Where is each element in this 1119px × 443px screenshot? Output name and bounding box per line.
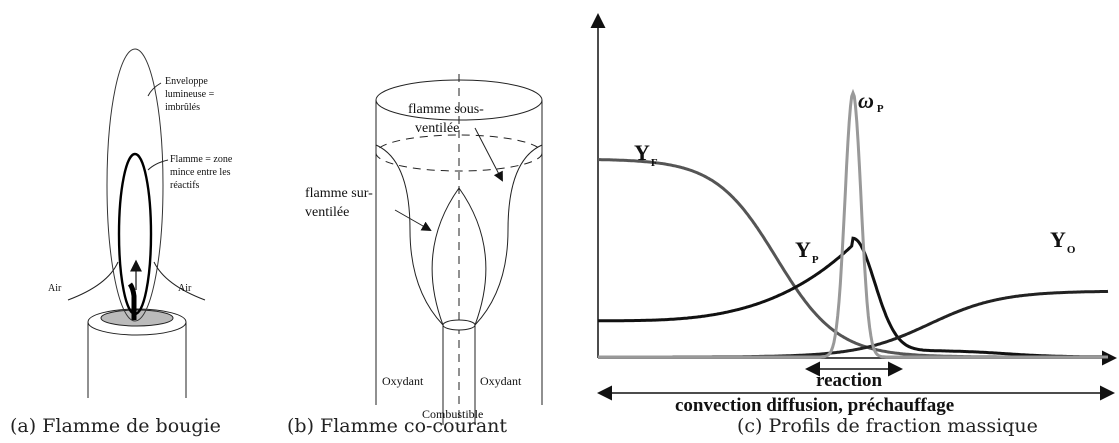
air-left-curve xyxy=(67,261,119,301)
label-reaction: reaction xyxy=(816,370,883,391)
wick xyxy=(127,282,137,320)
panel-coflow: flamme sous- ventilée flamme sur- ventil… xyxy=(287,74,543,437)
series-line-omega xyxy=(598,88,1108,359)
label-YF: YF xyxy=(634,140,658,169)
candle-body xyxy=(87,322,187,398)
label-under-1: flamme sous- xyxy=(408,102,484,117)
panel-candle: Enveloppe lumineuse = imbrûlés Flamme = … xyxy=(10,48,233,437)
label-flame-2: mince entre les xyxy=(170,167,231,178)
flame-leader xyxy=(147,159,169,171)
inner-flame xyxy=(117,152,153,316)
envelope-leader xyxy=(147,82,162,97)
label-air-left: Air xyxy=(48,283,62,294)
label-air-right: Air xyxy=(178,283,192,294)
label-flame-3: réactifs xyxy=(170,180,200,191)
label-fuel: Combustible xyxy=(422,407,483,421)
under-leader xyxy=(474,127,503,182)
under-ventilated-flame xyxy=(375,144,543,326)
label-YO: YO xyxy=(1050,227,1076,256)
caption-b: (b) Flamme co-courant xyxy=(287,415,507,437)
dashed-section xyxy=(375,134,543,172)
outer-envelope xyxy=(106,48,164,322)
label-flame-1: Flamme = zone xyxy=(170,154,233,165)
caption-c: (c) Profils de fraction massique xyxy=(737,415,1038,437)
over-leader xyxy=(394,209,432,231)
curves xyxy=(598,88,1109,359)
series-line-YF xyxy=(598,158,1108,359)
label-envelope-1: Enveloppe xyxy=(165,76,208,87)
label-YP: YP xyxy=(795,237,819,266)
label-oxidant-right: Oxydant xyxy=(480,374,522,388)
air-right-curve xyxy=(153,261,206,301)
label-under-2: ventilée xyxy=(415,121,459,136)
label-convection: convection diffusion, préchauffage xyxy=(675,395,954,416)
label-oxidant-left: Oxydant xyxy=(382,374,424,388)
label-envelope-3: imbrûlés xyxy=(165,102,200,113)
label-envelope-2: lumineuse = xyxy=(165,89,215,100)
series-line-YP xyxy=(598,236,1108,359)
caption-a: (a) Flamme de bougie xyxy=(10,415,221,437)
over-ventilated-flame xyxy=(431,187,487,326)
candle-wax-pool xyxy=(100,309,174,327)
label-over-1: flamme sur- xyxy=(305,186,373,201)
fuel-tube-top xyxy=(442,319,476,331)
label-over-2: ventilée xyxy=(305,205,349,220)
series-line-YO xyxy=(598,289,1109,359)
